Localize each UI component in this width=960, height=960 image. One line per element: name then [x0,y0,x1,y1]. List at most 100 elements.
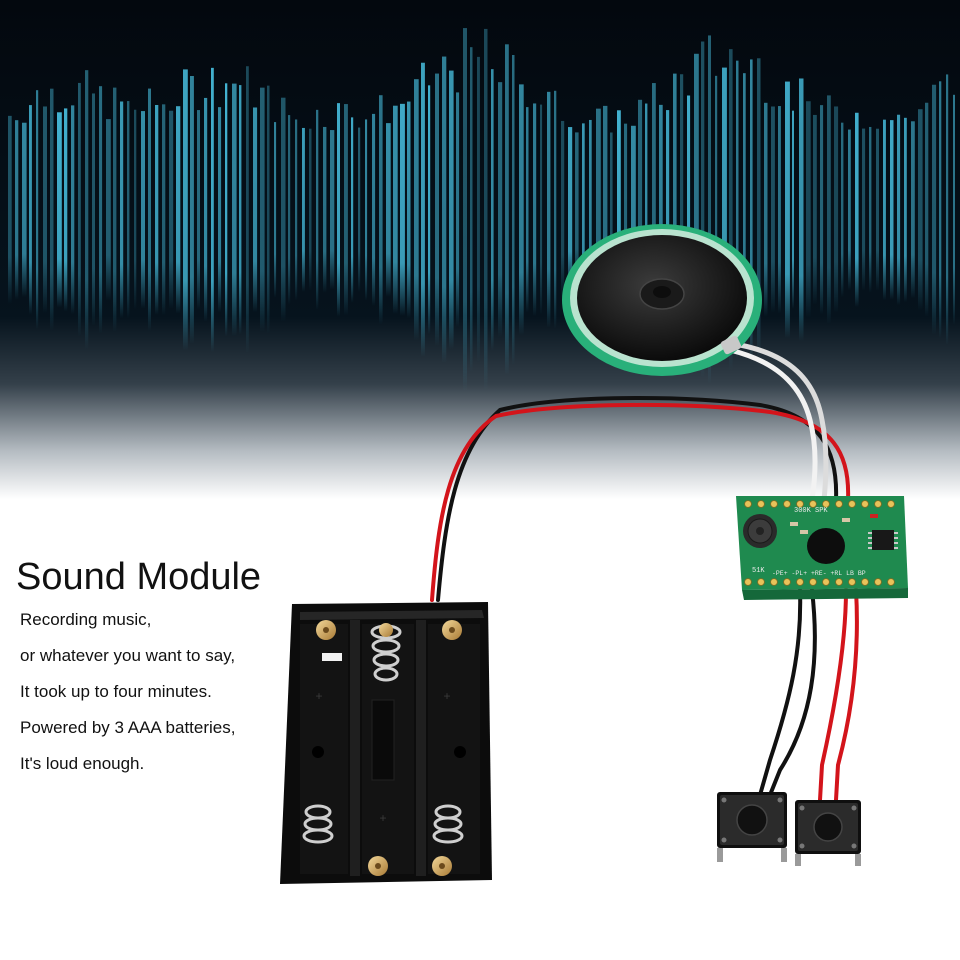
pcb-pin [848,578,856,586]
product-description: Recording music, or whatever you want to… [20,610,300,790]
wave-bar [841,122,844,298]
wave-bar [106,119,111,301]
ic-chip [872,530,894,550]
wave-bar [666,110,670,310]
chip-blob [807,528,845,564]
wave-bar [848,129,851,291]
wave-bar [344,104,348,316]
wave-bar [806,101,811,319]
pcb-pin [861,500,869,508]
push-button-1 [717,792,787,862]
wave-bar [589,119,592,301]
wave-bar [946,74,949,346]
wave-bar [190,76,194,345]
wave-bar [505,44,509,376]
wave-bar [211,67,214,353]
pcb-label-bottom: -PE+ -PL+ +RE- +RL LB BP [772,570,866,577]
pcb-pin [848,500,856,508]
wave-bar [869,126,872,294]
pcb-pin [757,500,765,508]
wave-bar [218,107,222,313]
svg-text:+: + [315,689,322,703]
pcb-pin-row-top [744,500,895,508]
pcb-pin-row-bottom [744,578,895,586]
wave-bar [582,123,585,297]
wave-bar [442,56,447,364]
wave-bar [393,105,398,315]
pcb-pin [796,500,804,508]
wave-bar [645,103,648,317]
wave-bar [554,90,557,330]
wave-bar [176,106,181,314]
battery-holder: + + + [280,602,492,884]
pcb-label-left: 51K [752,567,765,575]
wave-bar [421,62,425,358]
button1-black-wire-b [768,588,817,797]
spring-bottom-3 [432,804,464,844]
wave-bar [99,86,103,334]
wave-bar [246,66,249,354]
wave-bar [750,59,753,361]
wave-bar [568,127,573,293]
svg-text:+: + [443,689,450,703]
pcb-pin [874,578,882,586]
button2-red-wire-b [834,588,859,802]
pcb-pin [783,500,791,508]
wave-bar [778,106,781,314]
speaker-wire-2 [737,342,829,503]
pcb-pin [874,500,882,508]
wave-bar [400,103,405,317]
battery-red-wire [430,402,851,602]
pcb-pin [822,500,830,508]
wave-bar [302,127,305,293]
pcb-pin [770,578,778,586]
wave-bar [484,28,488,392]
wave-bar [183,69,188,351]
wave-bar [827,95,831,325]
wave-bar [288,115,291,305]
speaker-wire-1 [727,347,818,503]
product-title: Sound Module [16,556,262,598]
wave-bar [456,92,460,328]
wave-bar [890,120,894,300]
wave-bar [680,74,684,346]
wave-bar [547,91,551,329]
wave-bar [309,128,312,292]
wave-bar [449,70,454,350]
wave-bar [834,106,839,314]
wave-bar [491,69,494,351]
wave-bar [736,60,739,360]
wave-bar [204,97,208,323]
wave-bar [953,94,955,326]
wave-bar [785,81,790,339]
wave-bar [897,114,901,306]
wave-bar [876,128,879,292]
wave-bar [29,105,32,315]
pcb-label-top: 300K SPK [794,507,828,515]
wave-bar [939,81,942,339]
wave-bar [862,128,866,292]
wave-bar [428,85,431,335]
wave-bar [127,101,130,319]
wave-bar [911,121,915,299]
description-line: It took up to four minutes. [20,682,212,701]
wave-bar [50,88,54,332]
pcb-pin [744,500,752,508]
wave-bar [225,83,228,337]
wave-bar [141,111,145,309]
wires [430,342,859,802]
wave-bar [295,119,298,301]
wave-bar [239,85,242,335]
wave-bar [113,87,117,333]
wave-bar [729,49,733,371]
wave-bar [603,105,608,315]
wave-bar [533,103,537,317]
wave-bar [771,106,775,314]
wave-bar [673,73,677,347]
wave-bar [904,117,907,303]
wave-bar [701,41,705,379]
wave-bar [659,104,663,316]
wave-bar [57,112,62,308]
wave-bar [638,99,643,321]
